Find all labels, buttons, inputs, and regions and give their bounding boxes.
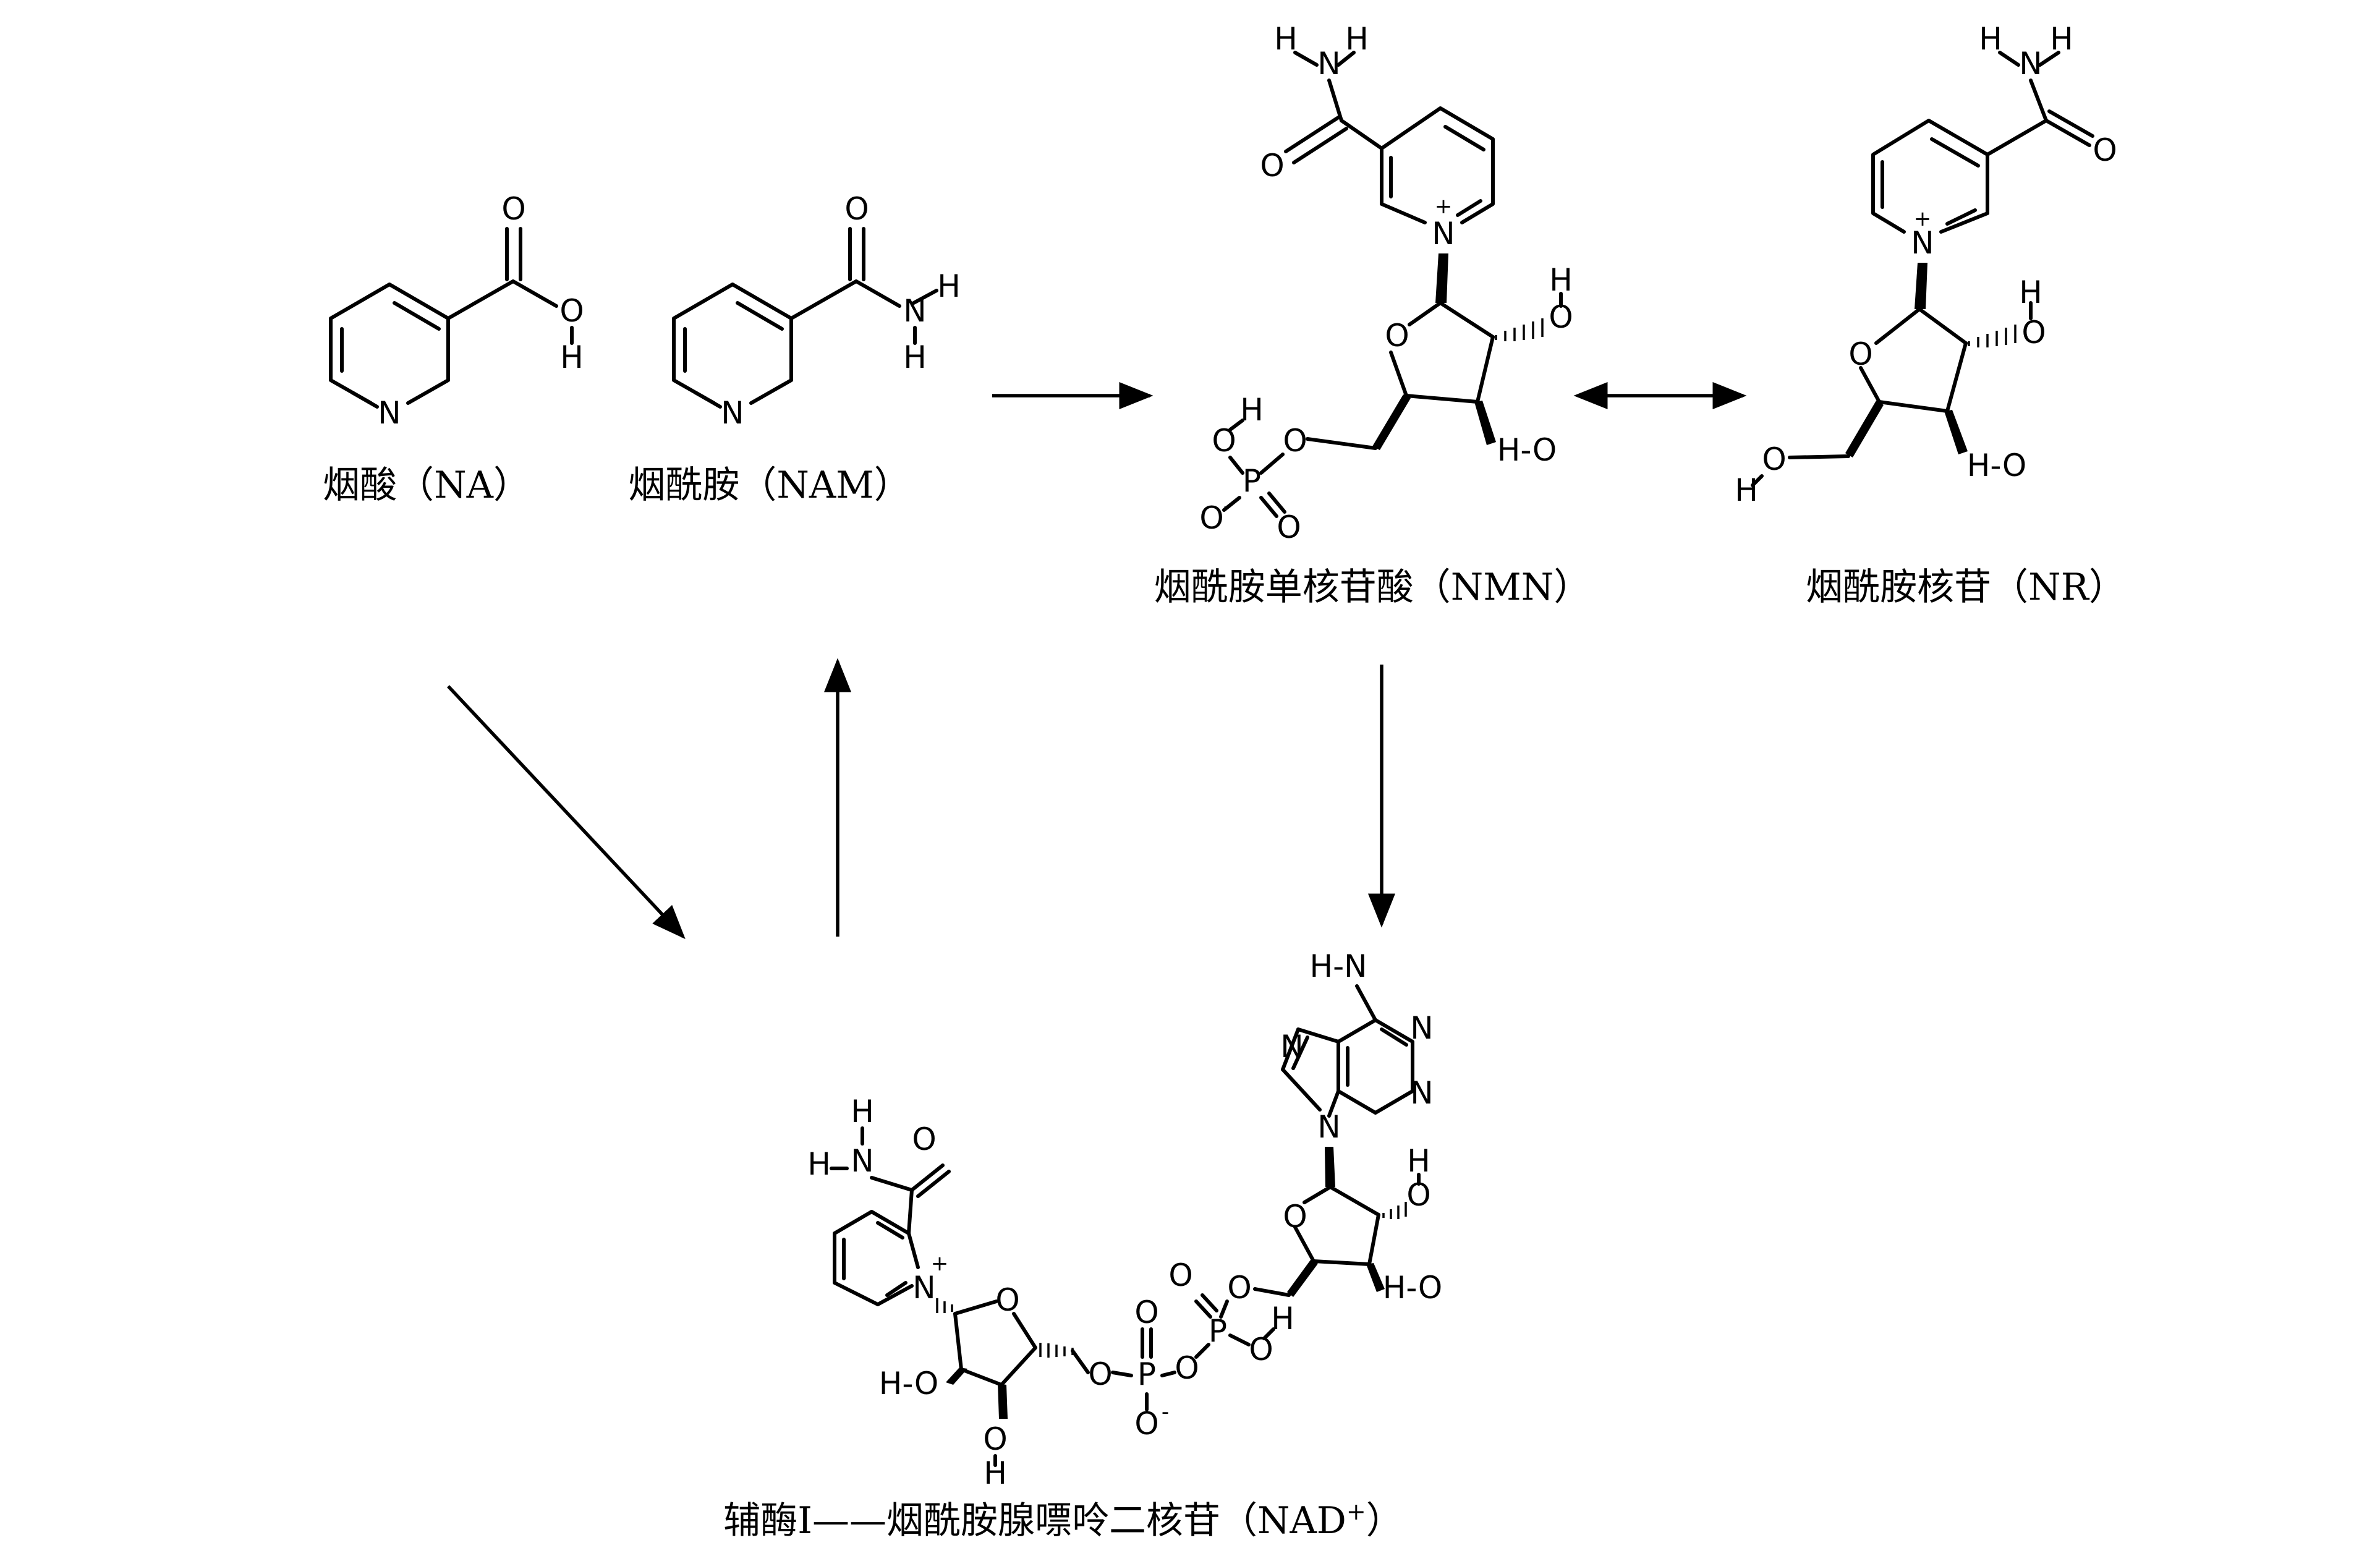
atom-h: H xyxy=(937,268,961,304)
charge-plus: + xyxy=(1435,194,1453,219)
atom-n: N xyxy=(903,293,926,329)
atom-n: N xyxy=(2019,46,2042,82)
atom-p: P xyxy=(1243,463,1261,499)
atom-n: N xyxy=(1410,1075,1433,1111)
label-nad-sup: + xyxy=(1346,1498,1366,1525)
charge-minus: - xyxy=(1223,494,1231,519)
atom-o: O xyxy=(844,191,869,227)
atom-o: O xyxy=(1134,1295,1158,1330)
atom-h: H xyxy=(1407,1143,1430,1179)
atom-h: H xyxy=(2050,21,2073,57)
atom-n: N xyxy=(851,1143,873,1179)
charge-minus: - xyxy=(1162,1400,1169,1424)
atom-o: O xyxy=(2093,132,2117,168)
atom-o: O xyxy=(2021,315,2046,351)
atom-hn: H-N xyxy=(1309,948,1367,984)
atom-o: O xyxy=(1260,148,1284,184)
atom-h: H xyxy=(984,1455,1007,1491)
atom-o: O xyxy=(1249,1332,1273,1367)
atom-o: O xyxy=(1277,509,1301,545)
atom-n: N xyxy=(1280,1029,1303,1065)
atom-o: O xyxy=(1385,318,1409,354)
atom-h: H xyxy=(560,339,584,375)
atom-o: O xyxy=(995,1282,1019,1318)
structure-nmn: H H N O N + O O H xyxy=(1199,21,1573,545)
atom-h: H xyxy=(1274,21,1298,57)
atom-ho: H-O xyxy=(1383,1270,1442,1306)
atom-o: O xyxy=(1199,500,1223,536)
atom-n: N xyxy=(378,395,401,431)
atom-p: P xyxy=(1209,1313,1227,1349)
structure-nad: H-N N N N N O O H H-O O xyxy=(807,948,1442,1491)
atom-o: O xyxy=(1227,1270,1251,1306)
atom-h: H xyxy=(851,1094,874,1129)
label-nmn: 烟酰胺单核苷酸（NMN） xyxy=(1154,566,1591,609)
atom-o: O xyxy=(1134,1406,1158,1442)
label-nr: 烟酰胺核苷（NR） xyxy=(1806,566,2126,609)
label-nad: 辅酶Ⅰ——烟酰胺腺嘌呤二核苷（NAD+） xyxy=(723,1498,1403,1542)
atom-h: H xyxy=(1549,262,1573,298)
atom-h: H xyxy=(1240,392,1264,428)
label-nad-end: ） xyxy=(1366,1499,1403,1542)
atom-o: O xyxy=(1283,423,1307,459)
atom-ho: H-O xyxy=(1497,432,1557,468)
atom-h: H xyxy=(1271,1301,1294,1337)
atom-h: H xyxy=(1345,21,1369,57)
atom-o: O xyxy=(1848,336,1872,372)
charge-plus: + xyxy=(1914,206,1932,231)
atom-n: N xyxy=(1410,1010,1433,1046)
atom-h: H xyxy=(1979,21,2002,57)
atom-o: O xyxy=(912,1121,936,1157)
atom-o: O xyxy=(1168,1257,1192,1293)
structure-nam: N O N H H xyxy=(672,191,961,431)
atom-p: P xyxy=(1137,1356,1156,1392)
atom-h: H xyxy=(903,339,927,375)
label-nad-main: 辅酶Ⅰ——烟酰胺腺嘌呤二核苷（NAD xyxy=(723,1499,1346,1542)
atom-h: H xyxy=(807,1146,831,1182)
atom-o: O xyxy=(1088,1356,1112,1392)
structure-nr: H H N O N + O O H xyxy=(1735,21,2117,508)
atom-o: O xyxy=(559,293,584,329)
charge-plus: + xyxy=(931,1251,949,1276)
atom-n: N xyxy=(1432,216,1455,252)
atom-n: N xyxy=(912,1270,935,1306)
atom-ho: H-O xyxy=(879,1366,938,1401)
atom-o: O xyxy=(1283,1199,1307,1235)
label-nam: 烟酰胺（NAM） xyxy=(628,464,911,507)
atom-h: H xyxy=(2019,274,2042,310)
label-na: 烟酸（NA） xyxy=(323,464,530,507)
atom-o: O xyxy=(1175,1350,1199,1386)
atom-o: O xyxy=(501,191,525,227)
arrow-na-to-nad xyxy=(446,685,686,940)
atom-h: H xyxy=(1735,472,1758,508)
atom-n: N xyxy=(1317,46,1340,82)
atom-n: N xyxy=(721,395,744,431)
atom-o: O xyxy=(983,1421,1007,1457)
atom-ho: H-O xyxy=(1967,448,2026,483)
atom-n: N xyxy=(1317,1109,1340,1145)
atom-n: N xyxy=(1911,225,1934,261)
atom-o: O xyxy=(1762,441,1786,477)
structure-na: N O O H xyxy=(329,191,584,431)
